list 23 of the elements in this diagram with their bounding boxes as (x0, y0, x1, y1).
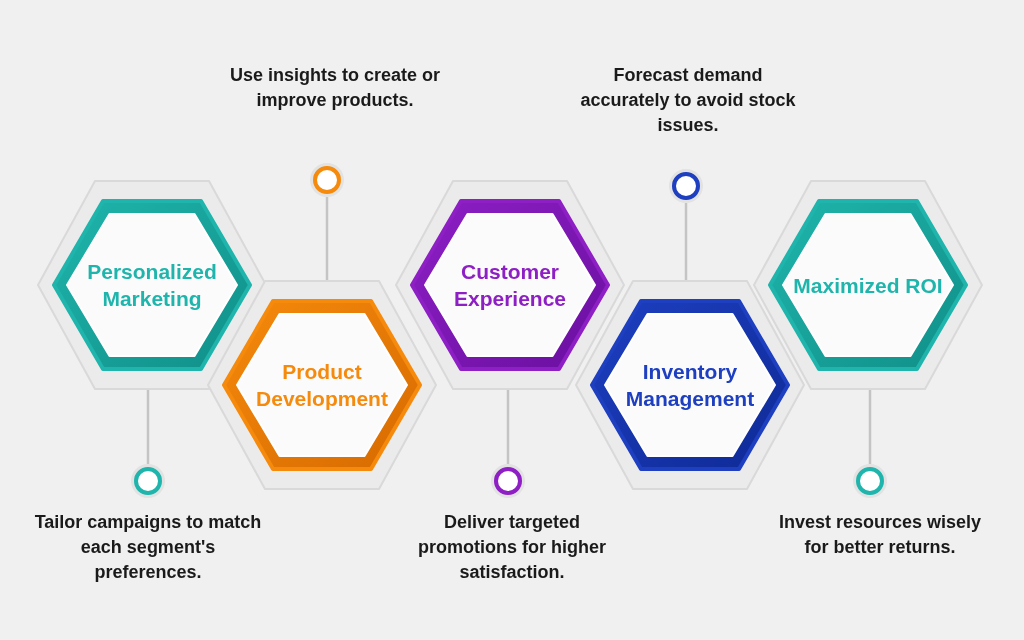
hexagon-title: Product Development (255, 359, 389, 412)
hexagon-title: Personalized Marketing (86, 259, 218, 312)
hexagon (206, 279, 438, 491)
hexagon (394, 179, 626, 391)
circle-marker (672, 172, 700, 200)
circle-marker (856, 467, 884, 495)
hexagon-title: Inventory Management (624, 359, 756, 412)
connector-line (325, 197, 329, 281)
circle-marker (313, 166, 341, 194)
hexagon-title: Customer Experience (452, 259, 568, 312)
connector-line (868, 389, 872, 464)
description-text: Tailor campaigns to match each segment's preferences. (33, 511, 263, 584)
description-text: Deliver targeted promotions for higher satisfaction. (417, 511, 607, 584)
hexagon (752, 179, 984, 391)
description-text: Invest resources wisely for better returns. (777, 511, 983, 559)
description-text: Use insights to create or improve products. (228, 64, 442, 112)
hexagon-title: Maximized ROI (793, 272, 943, 299)
connector-line (684, 203, 688, 281)
circle-marker (134, 467, 162, 495)
description-text: Forecast demand accurately to avoid stock issues. (579, 64, 797, 137)
circle-marker (494, 467, 522, 495)
connector-line (146, 389, 150, 464)
connector-line (506, 389, 510, 464)
